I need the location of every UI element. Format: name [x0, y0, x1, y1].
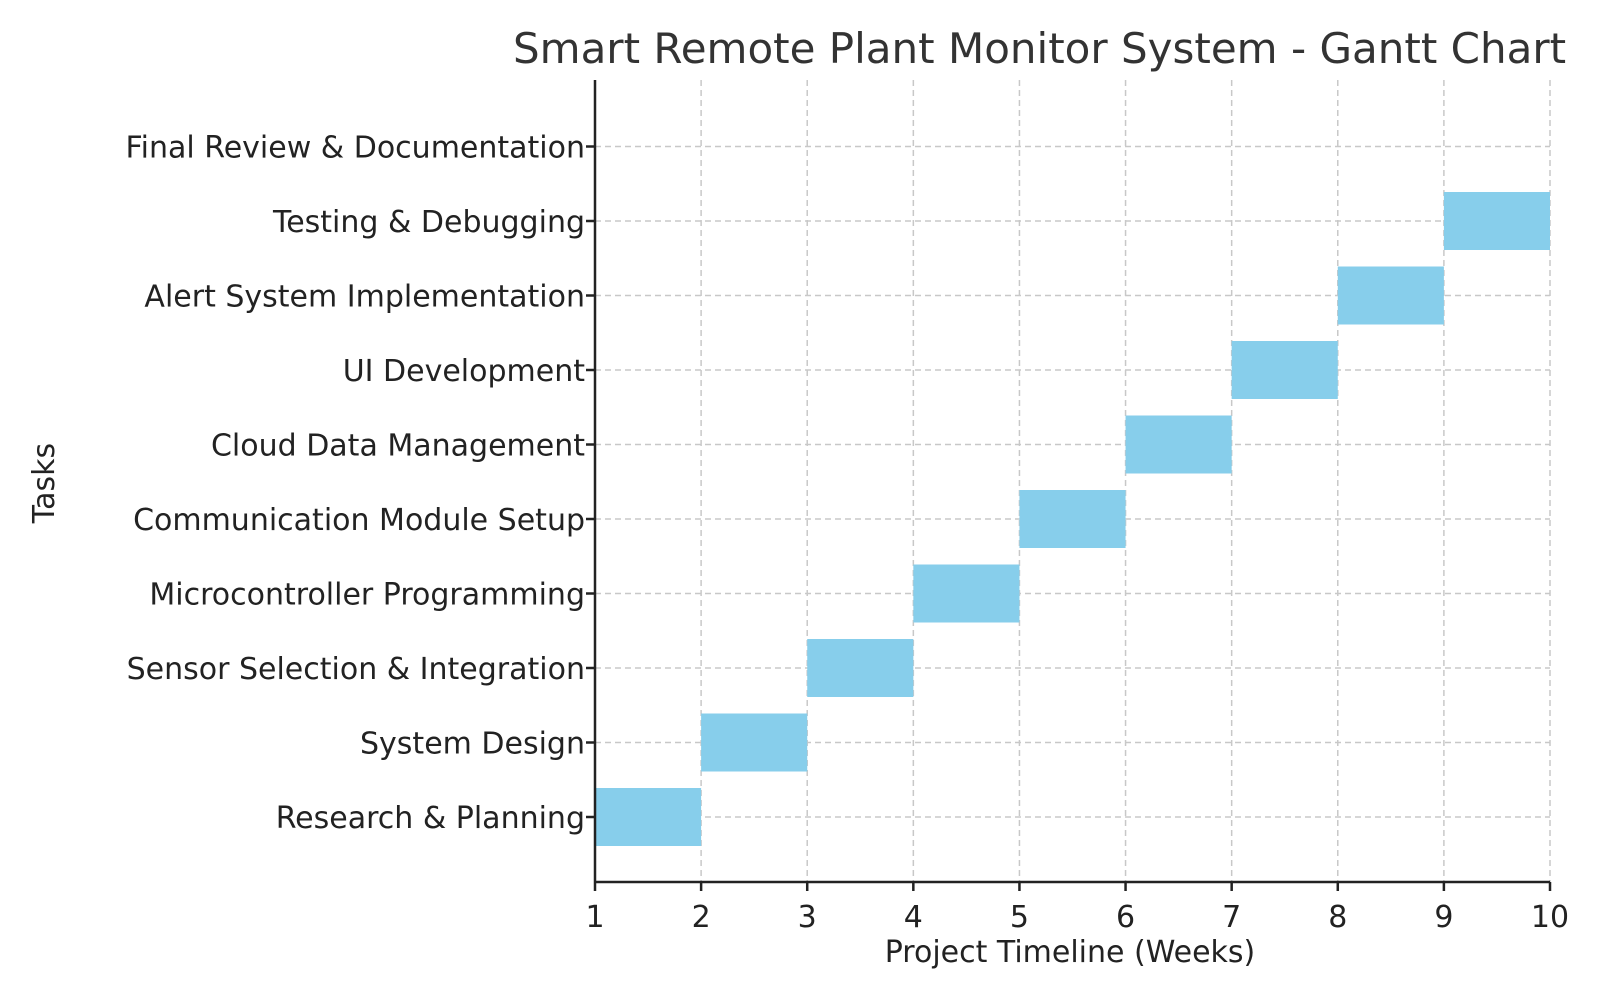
x-axis-label: Project Timeline (Weeks) — [885, 935, 1256, 970]
axis-layer: 1 2 3 4 5 6 7 8 9 10 Research & Planning System Des… — [126, 80, 1569, 935]
task-label: UI Development — [343, 354, 586, 389]
task-label: Research & Planning — [276, 801, 585, 836]
task-label: System Design — [360, 727, 585, 762]
task-bar — [1125, 415, 1232, 474]
task-label: Alert System Implementation — [144, 280, 585, 315]
bar-layer — [595, 192, 1550, 846]
x-tick-label: 1 — [585, 900, 604, 935]
task-bar — [913, 564, 1020, 623]
task-bar — [807, 639, 914, 697]
x-tick-label: 10 — [1531, 900, 1569, 935]
task-bar — [1443, 192, 1550, 250]
task-label: Testing & Debugging — [272, 205, 585, 240]
task-label: Microcontroller Programming — [149, 578, 585, 613]
task-label: Final Review & Documentation — [126, 131, 585, 166]
x-tick-label: 5 — [1010, 900, 1029, 935]
x-tick-label: 7 — [1222, 900, 1241, 935]
x-tick-label: 4 — [904, 900, 923, 935]
x-tick-label: 8 — [1328, 900, 1347, 935]
task-bar — [595, 788, 702, 846]
chart-title: Smart Remote Plant Monitor System - Gant… — [513, 24, 1566, 73]
task-bar — [1337, 266, 1444, 325]
x-tick-label: 6 — [1116, 900, 1135, 935]
x-tick-label: 9 — [1434, 900, 1453, 935]
x-tick-label: 3 — [798, 900, 817, 935]
task-bar — [1231, 341, 1338, 399]
task-label: Cloud Data Management — [211, 429, 585, 464]
task-bar — [1019, 490, 1126, 548]
y-axis-label: Tasks — [27, 443, 62, 524]
x-tick-label: 2 — [692, 900, 711, 935]
task-label: Communication Module Setup — [133, 503, 585, 538]
task-label: Sensor Selection & Integration — [127, 652, 585, 687]
task-bar — [701, 713, 808, 772]
